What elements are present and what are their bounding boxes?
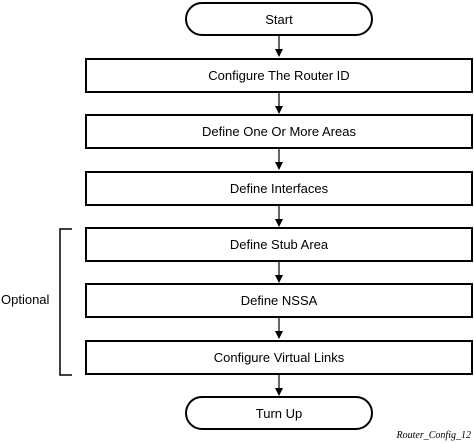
figure-id: Router_Config_12: [396, 430, 471, 441]
step-configure-router-id: Configure The Router ID: [85, 58, 473, 93]
step-define-nssa: Define NSSA: [85, 283, 473, 318]
end-label: Turn Up: [255, 405, 303, 421]
step-define-stub-area: Define Stub Area: [85, 227, 473, 262]
step-label: Configure Virtual Links: [213, 350, 345, 365]
step-label: Define Interfaces: [229, 181, 329, 196]
step-label: Configure The Router ID: [208, 68, 350, 83]
step-define-areas: Define One Or More Areas: [85, 114, 473, 149]
optional-bracket: [59, 228, 72, 376]
step-label: Define NSSA: [240, 293, 318, 308]
step-configure-virtual-links: Configure Virtual Links: [85, 340, 473, 375]
step-define-interfaces: Define Interfaces: [85, 171, 473, 206]
step-label: Define One Or More Areas: [202, 124, 356, 139]
step-label: Define Stub Area: [229, 237, 329, 252]
optional-label: Optional: [1, 292, 50, 307]
start-terminal: Start: [185, 2, 373, 36]
end-terminal: Turn Up: [185, 396, 373, 430]
start-label: Start: [265, 11, 293, 27]
